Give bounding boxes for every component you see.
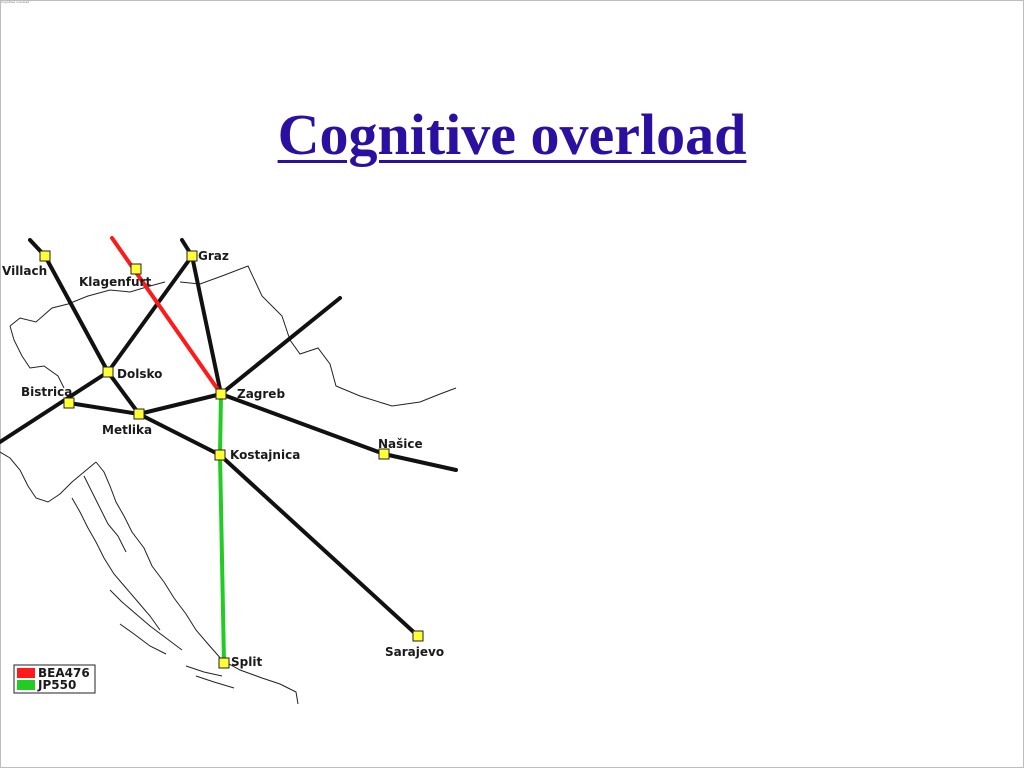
fix-klagenfurt [130,263,142,275]
route-bea476 [110,236,223,396]
corner-mark: Cognitive overload [1,0,30,4]
label-metlika: Metlika [102,423,152,437]
fix-dolsko [102,366,114,378]
airway-segment [190,254,223,396]
label-graz: Graz [198,249,229,263]
label-sarajevo: Sarajevo [385,645,444,659]
label-klagenfurt: Klagenfurt [79,275,151,289]
legend-label-jp550: JP550 [37,678,76,692]
airway-segment [43,254,110,374]
airway-segment [218,453,420,638]
label-split: Split [231,655,262,669]
fix-bistrica [63,397,75,409]
city-labels: Villach Klagenfurt Graz Dolsko Bistrica … [2,249,444,669]
fix-villach [39,250,51,262]
legend-swatch-jp550 [17,680,35,690]
label-zagreb: Zagreb [237,387,285,401]
label-nasice: Našice [378,437,423,451]
airway-segment [137,392,223,416]
label-villach: Villach [2,264,47,278]
legend-label-bea476: BEA476 [38,666,90,680]
airway-segment [0,370,110,444]
airway-segment [67,401,141,416]
route-jp550 [217,392,226,665]
fix-nasice [378,448,390,460]
fix-sarajevo [412,630,424,642]
route-legend: BEA476 JP550 [13,664,96,694]
airway-segment [219,392,386,456]
city-markers [39,250,424,669]
fix-kostajnica [214,449,226,461]
airway-segment [106,370,141,416]
label-kostajnica: Kostajnica [230,448,300,462]
legend-swatch-bea476 [17,668,35,678]
fix-metlika [133,408,145,420]
fix-graz [186,250,198,262]
airway-segment [106,254,194,374]
label-dolsko: Dolsko [117,367,162,381]
airway-map: Villach Klagenfurt Graz Dolsko Bistrica … [0,236,458,705]
airways [0,238,458,638]
coastline-outline [0,265,457,705]
label-bistrica: Bistrica [21,385,72,399]
fix-split [218,657,230,669]
airway-segment [219,296,342,396]
airway-segment [137,412,222,457]
fix-zagreb [215,388,227,400]
airway-segment [382,452,458,472]
slide-title: Cognitive overload [277,102,747,167]
